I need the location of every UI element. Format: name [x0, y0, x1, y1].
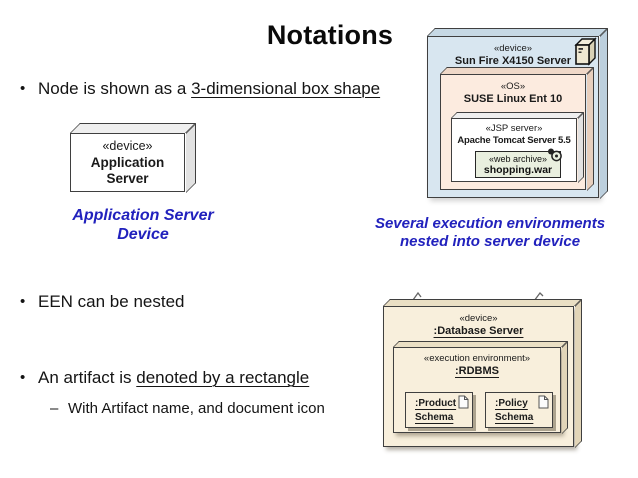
node-name: Apache Tomcat Server 5.5 — [457, 134, 571, 146]
node-name: :Database Server — [433, 324, 524, 337]
war-artifact: «web archive» shopping.war — [475, 151, 561, 178]
database-device-label: «device» :Database Server — [384, 307, 573, 339]
os-label: «OS» SUSE Linux Ent 10 — [441, 75, 585, 107]
server-tower-icon — [574, 37, 597, 66]
bullet-node-shape-underlined: 3-dimensional box shape — [191, 79, 381, 98]
app-server-label: «device» Application Server — [71, 134, 184, 188]
bullet-een-nested: • EEN can be nested — [20, 292, 184, 312]
bullet-node-shape: • Node is shown as a 3-dimensional box sh… — [20, 79, 380, 99]
document-icon — [458, 395, 469, 409]
node-side-face — [586, 66, 594, 191]
node-stereotype: «device» — [493, 43, 533, 54]
artifact-name-line: Schema — [495, 411, 534, 423]
node-stereotype: «OS» — [500, 81, 526, 92]
node-stereotype: «execution environment» — [423, 353, 531, 364]
node-name: Sun Fire X4150 Server — [454, 54, 572, 67]
caption-line: nested into server device — [399, 232, 581, 250]
node-stereotype: «device» — [459, 313, 498, 324]
node-name: SUSE Linux Ent 10 — [463, 92, 563, 105]
rdbms-label: «execution environment» :RDBMS — [394, 348, 560, 379]
artifact-name: shopping.war — [483, 164, 553, 177]
bullet-een-nested-text: EEN can be nested — [38, 292, 185, 311]
node-side-face — [574, 298, 582, 448]
node-top-face — [439, 66, 594, 74]
node-name: :RDBMS — [455, 364, 499, 377]
sunfire-device-label: «device» Sun Fire X4150 Server — [428, 37, 598, 69]
sunfire-caption: Several execution environments nested in… — [370, 215, 610, 250]
caption-line: Device — [117, 225, 169, 243]
node-top-face — [426, 27, 608, 36]
caption-line: Application Server — [72, 207, 214, 224]
node-top-face — [392, 340, 568, 347]
artifact-policy-schema: :Policy Schema — [485, 392, 553, 428]
sub-bullet-text: With Artifact name, and document icon — [68, 400, 325, 417]
node-stereotype: «device» — [102, 139, 153, 153]
bullet-artifact: • An artifact is denoted by a rectangle — [20, 368, 309, 388]
caption-line: Several execution environments — [374, 215, 606, 232]
node-side-face — [185, 122, 196, 193]
dash-marker: – — [50, 400, 59, 417]
document-icon — [538, 395, 549, 409]
page-title: Notations — [266, 20, 394, 50]
node-side-face — [561, 340, 568, 434]
bullet-artifact-text: An artifact is — [38, 368, 137, 387]
artifact-name-line: Schema — [415, 411, 454, 423]
node-stereotype: «JSP server» — [485, 123, 543, 134]
cropped-connector-marks — [412, 291, 544, 302]
bullet-artifact-underlined: denoted by a rectangle — [136, 368, 310, 387]
node-top-face — [382, 298, 582, 306]
bullet-marker: • — [20, 80, 26, 97]
node-name: Application — [90, 154, 165, 170]
node-top-face — [69, 122, 196, 133]
node-name: Server — [106, 171, 149, 187]
sub-bullet-artifact-details: –With Artifact name, and document icon — [50, 400, 325, 417]
artifact-stereotype: «web archive» — [488, 154, 548, 164]
jsp-server-label: «JSP server» Apache Tomcat Server 5.5 — [452, 119, 576, 147]
artifact-name-line: :Product — [415, 398, 457, 409]
node-top-face — [450, 111, 584, 118]
bullet-marker: • — [20, 369, 26, 386]
node-side-face — [577, 111, 584, 183]
bullet-marker: • — [20, 293, 26, 310]
node-side-face — [599, 27, 608, 199]
app-server-node: «device» Application Server — [69, 122, 196, 193]
archive-circles-icon — [548, 148, 562, 162]
app-server-caption: Application Server Device — [43, 207, 243, 245]
artifact-name-line: :Policy — [495, 398, 528, 409]
bullet-node-shape-text: Node is shown as a — [38, 79, 192, 98]
